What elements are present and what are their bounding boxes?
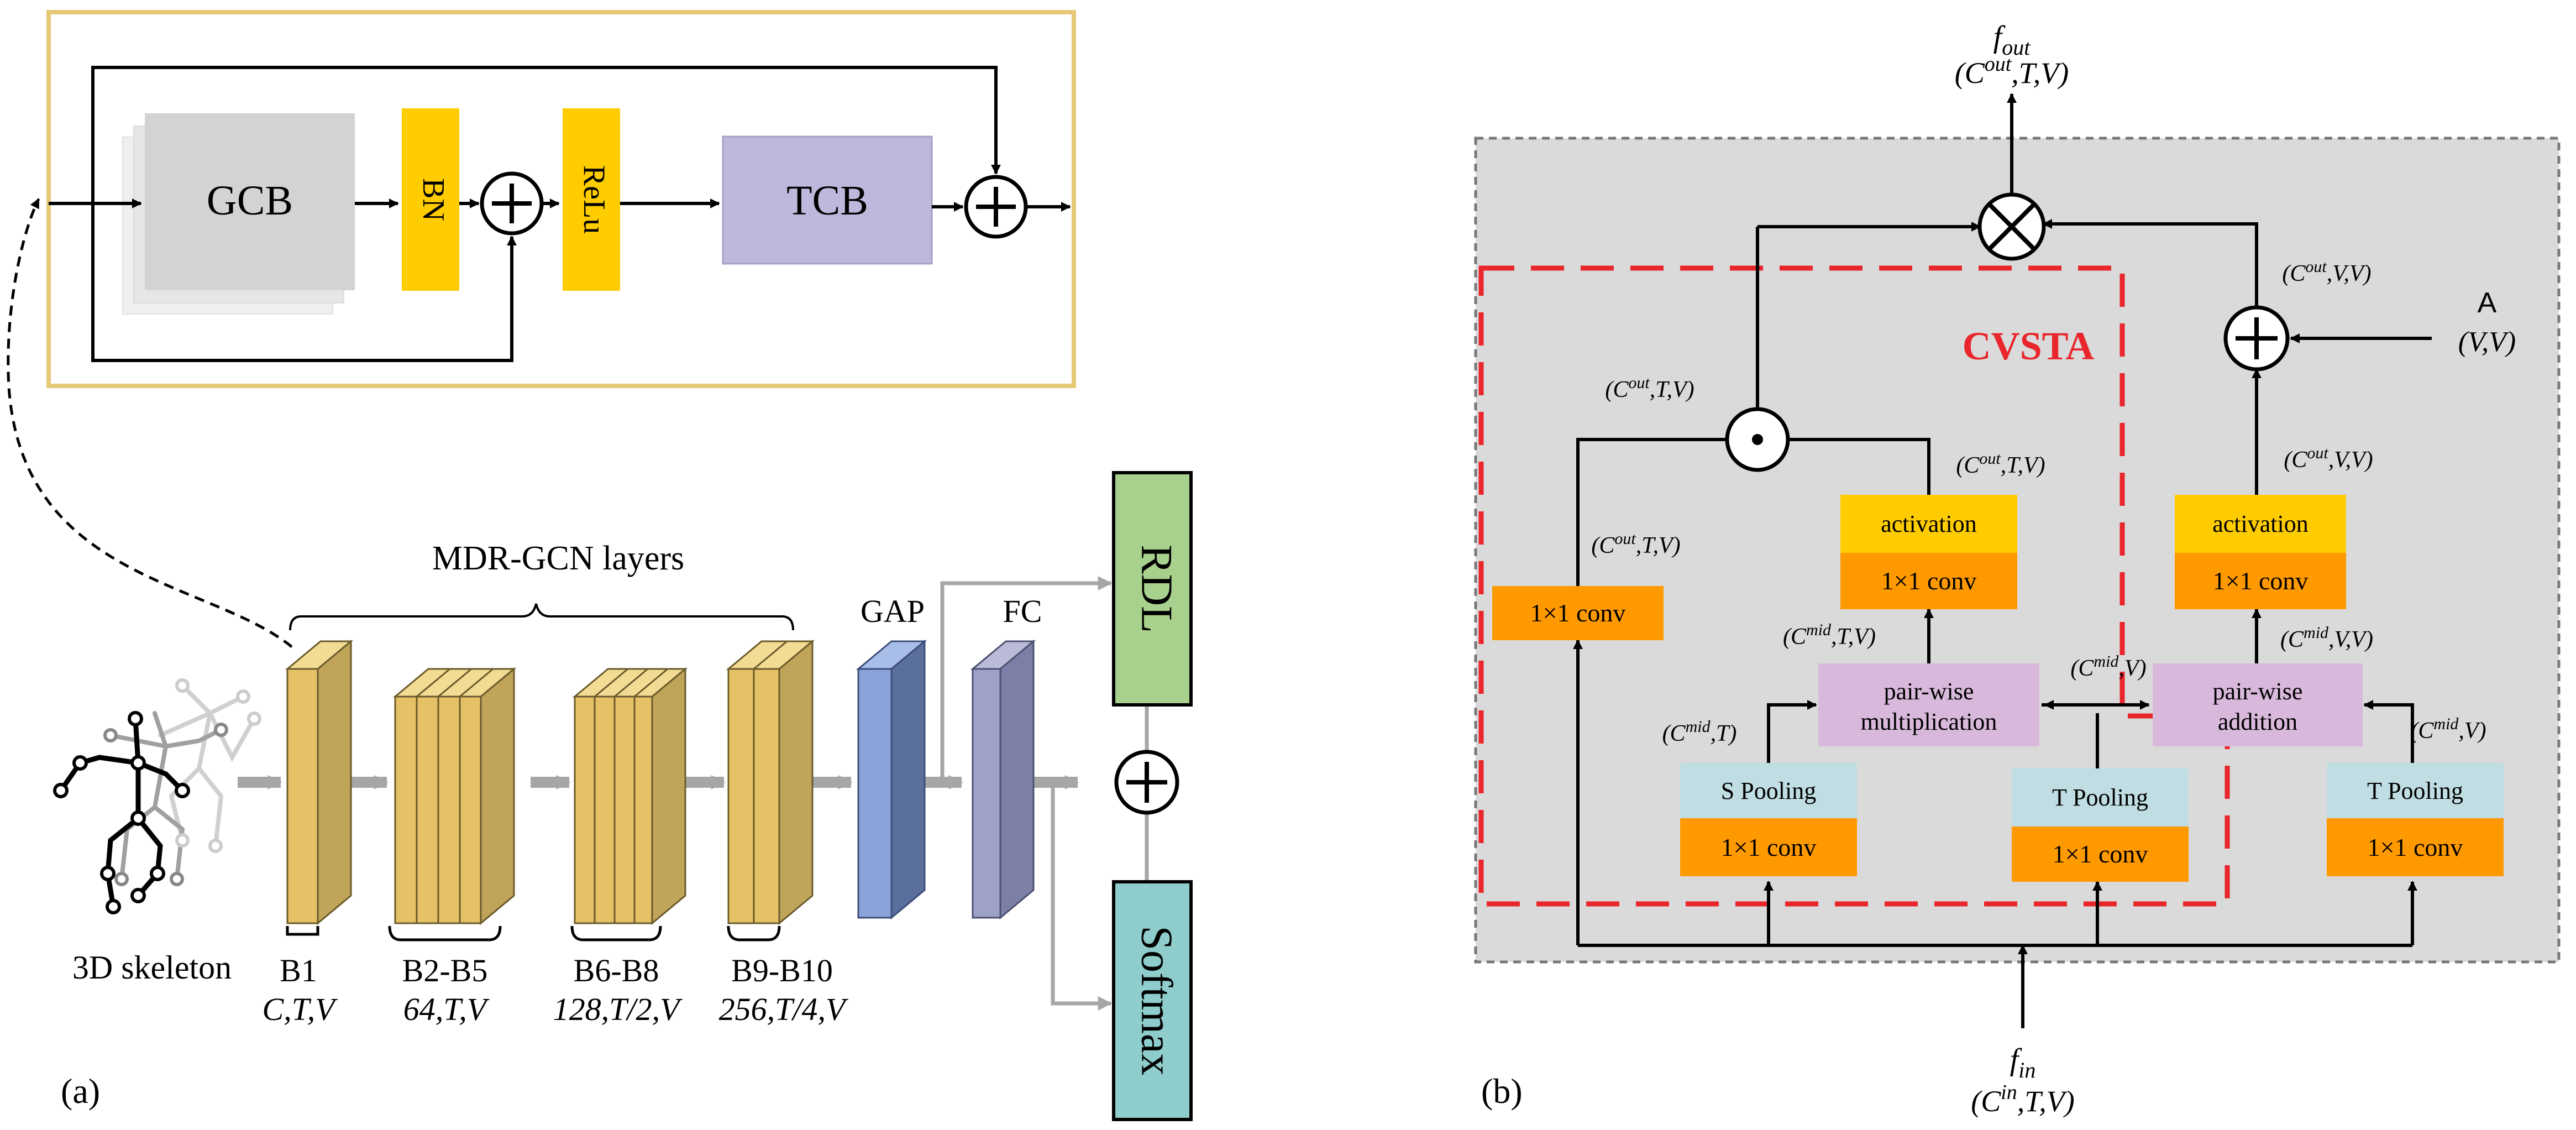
t-pooling-right-label: T Pooling <box>2367 777 2463 804</box>
t-pooling-right <box>2327 763 2504 818</box>
conv-mid <box>1840 553 2017 609</box>
s-pooling-label: S Pooling <box>1721 777 1816 804</box>
zoom-connector <box>7 198 293 648</box>
activation-mid <box>1840 495 2017 553</box>
activation-right-label: activation <box>2212 510 2309 537</box>
block-b6-b8-name: B6-B8 <box>574 953 659 988</box>
block-detail-frame <box>46 10 1076 388</box>
tcb-box <box>722 135 933 265</box>
s-pooling-conv <box>1680 818 1857 876</box>
gap-block <box>856 639 927 920</box>
block-b6-b8-dims: 128,T/2,V <box>553 991 683 1027</box>
conv-right-label: 1×1 conv <box>2213 567 2309 595</box>
block-b9-b10-dims: 256,T/4,V <box>719 991 849 1027</box>
activation-mid-label: activation <box>1881 510 1977 537</box>
pairwise-mult-line1: pair-wise <box>1884 678 1974 705</box>
adjacency-shape: (V,V) <box>2458 326 2516 358</box>
pairwise-mult-line2: multiplication <box>1861 708 1997 735</box>
adjacency-letter: A <box>2478 287 2497 319</box>
layers-title: MDR-GCN layers <box>432 540 684 577</box>
t-pooling-mid-conv-label: 1×1 conv <box>2053 840 2148 868</box>
softmax-box <box>1112 880 1193 1121</box>
caption-b: (b) <box>1481 1071 1523 1111</box>
gap-label: GAP <box>861 593 925 629</box>
panel-b: CVSTA <box>1474 20 2561 1118</box>
dim-cmid-t: (Cmid,T) <box>1662 718 1737 746</box>
rdl-box <box>1112 471 1193 707</box>
add-icon-1 <box>480 171 544 236</box>
add-icon-2 <box>964 175 1028 239</box>
dim-cout-tv-top: (Cout,T,V) <box>1605 374 1694 402</box>
skeleton-label: 3D skeleton <box>72 949 232 986</box>
t-pooling-mid <box>2012 768 2189 826</box>
gcb-box <box>145 113 355 290</box>
t-pooling-right-conv-label: 1×1 conv <box>2368 833 2463 861</box>
pairwise-add-line1: pair-wise <box>2213 678 2303 705</box>
pairwise-addition <box>2153 663 2363 746</box>
t-pooling-mid-conv <box>2012 826 2189 882</box>
block-b1-dims: C,T,V <box>262 991 338 1027</box>
tcb-label: TCB <box>786 177 868 224</box>
pairwise-multiplication <box>1818 663 2039 746</box>
gcb-label: GCB <box>207 177 293 224</box>
conv-right <box>2175 553 2346 609</box>
dim-cout-vv-top: (Cout,V,V) <box>2282 258 2371 286</box>
skeleton-icon <box>53 678 261 914</box>
cvsta-label: CVSTA <box>1963 324 2095 368</box>
activation-right <box>2175 495 2346 553</box>
block-b9-b10 <box>726 639 815 925</box>
conv-mid-label: 1×1 conv <box>1881 567 1977 595</box>
bn-label: BN <box>416 178 450 221</box>
block-b2-b5-name: B2-B5 <box>402 953 488 988</box>
t-pooling-right-conv <box>2327 818 2504 876</box>
layers-brace <box>289 603 794 631</box>
dim-cout-vv-right: (Cout,V,V) <box>2284 444 2373 473</box>
block-b2-b5 <box>392 667 517 925</box>
bn-box <box>402 108 459 291</box>
dim-cout-tv-left: (Cout,T,V) <box>1591 530 1680 558</box>
caption-a: (a) <box>61 1071 100 1111</box>
block-b1 <box>285 639 354 925</box>
conv-left <box>1492 586 1664 640</box>
panel-a: GCB BN ReLu TCB <box>7 10 1193 1121</box>
relu-label: ReLu <box>577 165 611 234</box>
block-b2-b5-dims: 64,T,V <box>403 991 490 1027</box>
block-b9-b10-name: B9-B10 <box>731 953 833 988</box>
block-b1-name: B1 <box>280 953 317 988</box>
dim-cout-tv-mid: (Cout,T,V) <box>1956 449 2045 478</box>
conv-left-label: 1×1 conv <box>1530 599 1626 627</box>
dim-cmid-tv: (Cmid,T,V) <box>1783 621 1876 650</box>
hadamard-icon <box>1725 407 1790 472</box>
fc-label: FC <box>1003 593 1042 629</box>
pairwise-add-line2: addition <box>2218 708 2297 735</box>
output-shape: (Cout,T,V) <box>1955 53 2069 90</box>
multiply-icon <box>1977 192 2046 261</box>
input-shape: (Cin,T,V) <box>1971 1081 2075 1118</box>
add-icon-3 <box>1114 750 1179 815</box>
relu-box <box>563 108 620 291</box>
block-b6-b8 <box>572 667 688 925</box>
dim-cmid-vv: (Cmid,V,V) <box>2280 624 2373 652</box>
add-icon-4 <box>2223 305 2290 372</box>
s-pooling <box>1680 763 1857 818</box>
input-symbol: fin <box>2010 1043 2036 1082</box>
fc-block <box>970 639 1036 920</box>
softmax-label: Softmax <box>1132 925 1181 1075</box>
output-symbol: fout <box>1993 20 2031 60</box>
t-pooling-mid-label: T Pooling <box>2052 784 2148 811</box>
rdl-label: RDL <box>1132 545 1181 633</box>
s-pooling-conv-label: 1×1 conv <box>1721 833 1817 861</box>
